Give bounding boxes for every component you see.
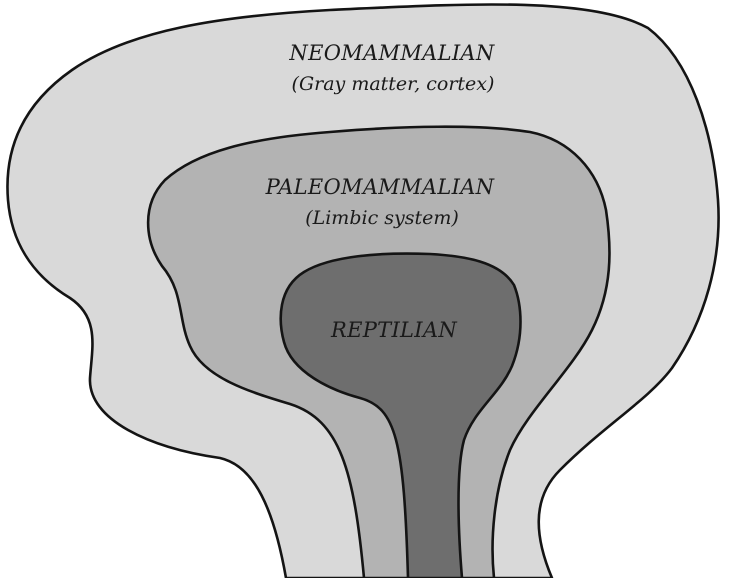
paleomammalian-label: PALEOMAMMALIAN bbox=[265, 175, 495, 199]
reptilian-label: REPTILIAN bbox=[330, 318, 457, 342]
neomammalian-description: (Gray matter, cortex) bbox=[292, 73, 495, 95]
neomammalian-label: NEOMAMMALIAN bbox=[288, 41, 494, 65]
paleomammalian-description: (Limbic system) bbox=[305, 207, 459, 229]
